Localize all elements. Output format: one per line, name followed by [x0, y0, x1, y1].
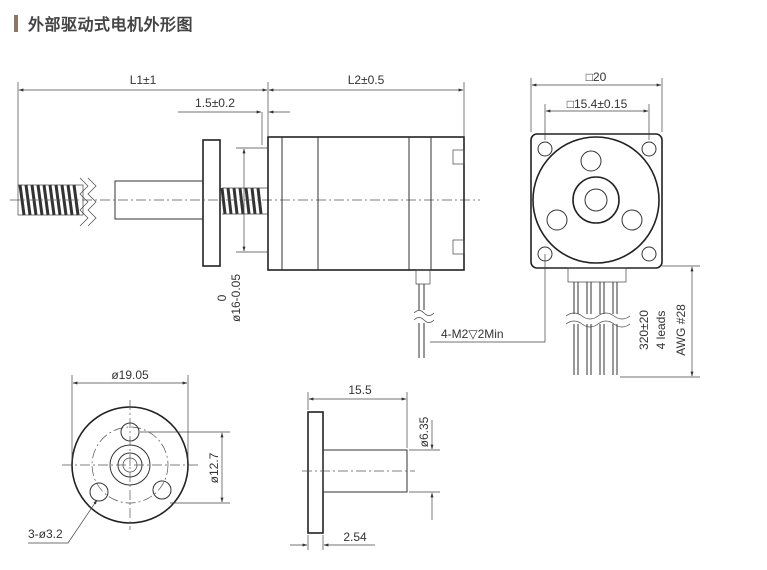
lead-screw-middle — [220, 187, 268, 215]
nut-shaft-dimension: ø6.35 — [417, 416, 431, 447]
front-view: □20 □15.4±0.15 320±20 4 leads AWG #28 4-… — [430, 70, 700, 378]
front-leads — [565, 282, 631, 375]
nut-diameter-dimension: ø19.05 — [111, 368, 149, 382]
wire-length-dimension: 320±20 — [637, 310, 651, 350]
square-inner-dimension: □15.4±0.15 — [567, 97, 628, 111]
page-header: 外部驱动式电机外形图 — [14, 12, 193, 34]
nut-length-dimension: 15.5 — [348, 383, 372, 397]
motor-body — [267, 136, 465, 285]
thread-callout: 4-M2▽2Min — [441, 327, 504, 341]
page-title: 外部驱动式电机外形图 — [28, 17, 194, 34]
wire-gauge: AWG #28 — [674, 304, 688, 356]
holes-callout: 3-ø3.2 — [28, 527, 63, 541]
flange-thickness-dimension: 2.54 — [343, 530, 367, 544]
side-view: L1±1 L2±0.5 1.5±0.2 0 ø16-0.05 — [10, 73, 480, 358]
nut-flange — [202, 139, 221, 267]
header-accent-bar — [14, 14, 18, 32]
gap-dimension: 1.5±0.2 — [195, 96, 235, 110]
shaft-diameter-dimension: ø16-0.05 — [229, 274, 243, 322]
nut-side-view: 15.5 ø6.35 2.54 — [290, 383, 440, 550]
square-outer-dimension: □20 — [586, 70, 607, 84]
bolt-circle-dimension: ø12.7 — [207, 452, 221, 483]
motor-face — [530, 133, 663, 269]
lead-count: 4 leads — [654, 311, 668, 350]
nut-front-view: ø19.05 ø12.7 3-ø3.2 — [28, 368, 230, 544]
side-wire — [413, 284, 435, 358]
l2-dimension: L2±0.5 — [348, 73, 385, 87]
lead-screw-left — [17, 177, 97, 227]
l1-dimension: L1±1 — [130, 73, 157, 87]
tolerance-upper: 0 — [215, 294, 229, 301]
